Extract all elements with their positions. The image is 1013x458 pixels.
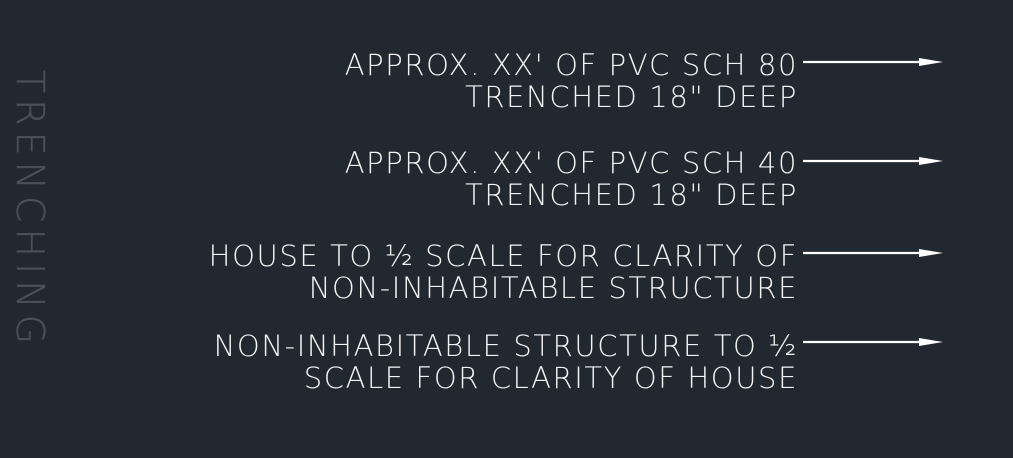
leader-arrow-3 — [803, 248, 943, 258]
note-2-line-2: TRENCHED 18" DEEP — [465, 178, 798, 212]
note-3-line-2: NON-INHABITABLE STRUCTURE — [308, 271, 798, 305]
note-1: APPROX. XX' OF PVC SCH 80 TRENCHED 18" D… — [345, 49, 798, 113]
note-1-line-2: TRENCHED 18" DEEP — [465, 80, 798, 114]
arrow-icon — [803, 157, 943, 165]
note-2: APPROX. XX' OF PVC SCH 40 TRENCHED 18" D… — [345, 147, 798, 211]
note-4: NON-INHABITABLE STRUCTURE TO ½ SCALE FOR… — [214, 330, 798, 394]
leader-arrow-2 — [803, 156, 943, 166]
arrow-icon — [803, 58, 943, 66]
leader-arrow-1 — [803, 57, 943, 67]
note-4-line-2: SCALE FOR CLARITY OF HOUSE — [303, 361, 798, 395]
note-4-line-1: NON-INHABITABLE STRUCTURE TO ½ — [213, 329, 798, 363]
leader-arrow-4 — [803, 337, 943, 347]
arrow-icon — [803, 338, 943, 346]
arrow-icon — [803, 249, 943, 257]
note-3-line-1: HOUSE TO ½ SCALE FOR CLARITY OF — [208, 239, 798, 273]
side-title: TRENCHING — [8, 69, 52, 351]
note-3: HOUSE TO ½ SCALE FOR CLARITY OF NON-INHA… — [209, 240, 798, 304]
note-1-line-1: APPROX. XX' OF PVC SCH 80 — [344, 48, 798, 82]
note-2-line-1: APPROX. XX' OF PVC SCH 40 — [344, 146, 798, 180]
